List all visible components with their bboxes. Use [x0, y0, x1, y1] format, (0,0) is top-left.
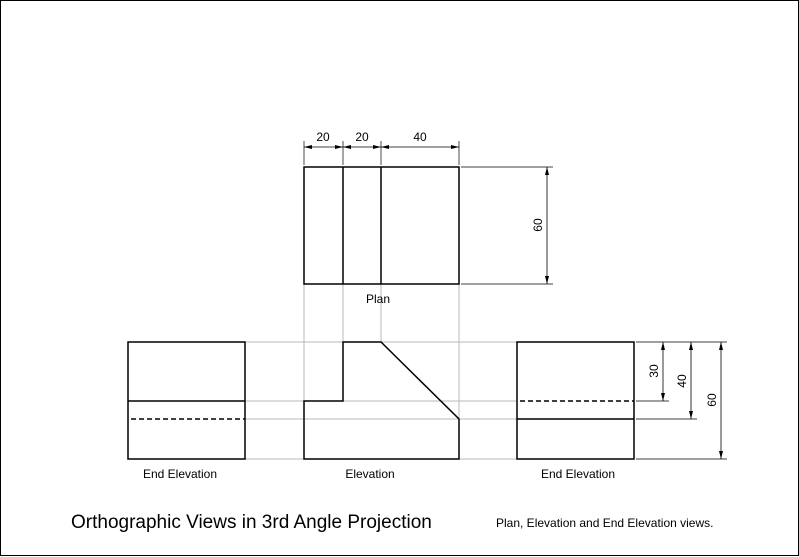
plan-depth-dimension: 60: [461, 166, 553, 285]
drawing-title: Orthographic Views in 3rd Angle Projecti…: [71, 512, 432, 533]
right-end-elevation-view: [516, 341, 635, 460]
dim-label-30: 30: [647, 364, 661, 378]
height-dimensions: 30 40 60: [636, 341, 727, 460]
end-elevation-left-label: End Elevation: [143, 467, 217, 481]
elevation-view: [303, 341, 460, 460]
dim-label-20a: 20: [316, 130, 330, 144]
end-elevation-right-label: End Elevation: [541, 467, 615, 481]
dim-label-plan-60: 60: [531, 218, 545, 232]
plan-label: Plan: [366, 292, 390, 306]
projection-lines: [245, 284, 517, 460]
elevation-label: Elevation: [345, 467, 394, 481]
dim-label-40: 40: [413, 130, 427, 144]
dim-label-20b: 20: [355, 130, 369, 144]
dim-label-40-height: 40: [675, 374, 689, 388]
plan-view: [303, 166, 460, 285]
drawing-subtitle: Plan, Elevation and End Elevation views.: [496, 516, 713, 530]
plan-width-dimensions: 20 20 40: [303, 130, 460, 165]
elevation-outline: [303, 341, 460, 460]
dim-label-60-height: 60: [705, 393, 719, 407]
left-end-elevation-view: [127, 341, 246, 460]
